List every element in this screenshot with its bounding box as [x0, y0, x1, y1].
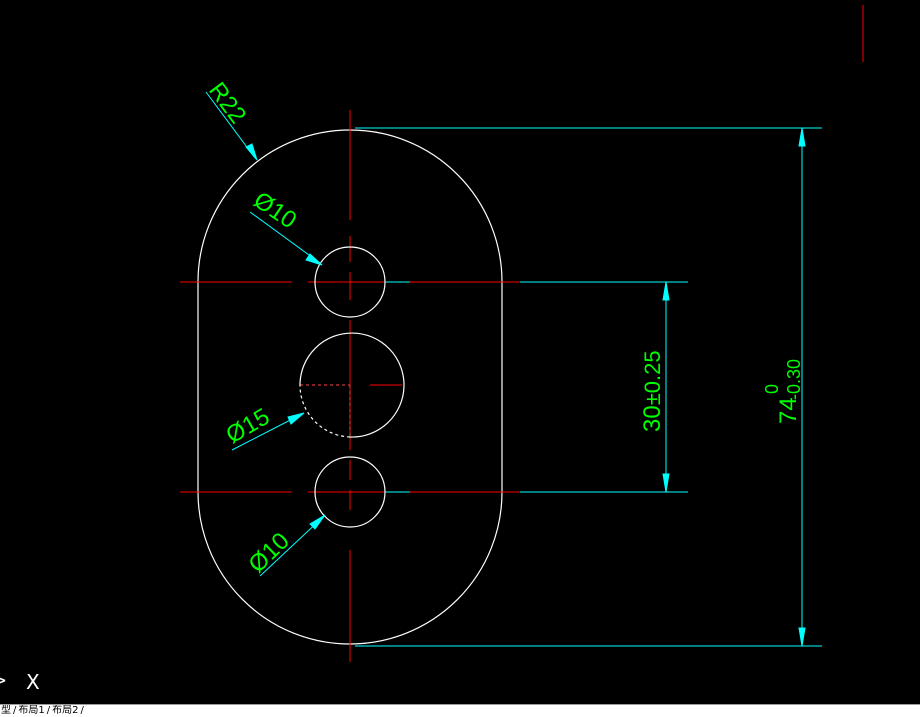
tab-model[interactable]: 型	[1, 705, 11, 716]
hole-top[interactable]	[314, 246, 386, 318]
dim-text-r22: R22	[203, 77, 251, 128]
ucs-icon: > X	[0, 668, 60, 698]
layout-tabs: 型 / 布局1 / 布局2 /	[0, 704, 920, 717]
dimension-lines	[205, 91, 822, 647]
dim-text-hole-top: Ø10	[249, 187, 302, 235]
ucs-x-label: X	[26, 670, 40, 694]
ucs-axis-icon: >	[0, 668, 7, 692]
dim-text-length-tol-lower: -0.30	[784, 359, 804, 400]
dimension-text: R22 Ø10 Ø15 Ø10 30±0.25 74 0 -0.30	[203, 77, 804, 578]
center-hole-hidden-lines	[300, 384, 351, 438]
dim-text-spacing-main: 30	[639, 405, 666, 432]
dim-text-length-main: 74	[775, 397, 802, 424]
leader-hole-top	[249, 211, 321, 264]
dim-text-hole-bottom: Ø10	[243, 527, 294, 578]
tab-layout-2[interactable]: 布局2	[52, 705, 79, 716]
tab-separator: /	[46, 705, 51, 716]
dim-text-length-tol-upper: 0	[762, 384, 782, 394]
hole-bottom[interactable]	[314, 456, 386, 528]
dim-text-spacing-tol: ±0.25	[640, 350, 665, 405]
tab-separator: /	[80, 705, 84, 716]
tab-separator: /	[13, 705, 17, 716]
dim-text-spacing: 30±0.25	[639, 350, 666, 432]
tab-layout-1[interactable]: 布局1	[18, 705, 45, 716]
hole-center[interactable]	[299, 332, 405, 438]
hole-center-hidden-arc	[299, 384, 351, 438]
